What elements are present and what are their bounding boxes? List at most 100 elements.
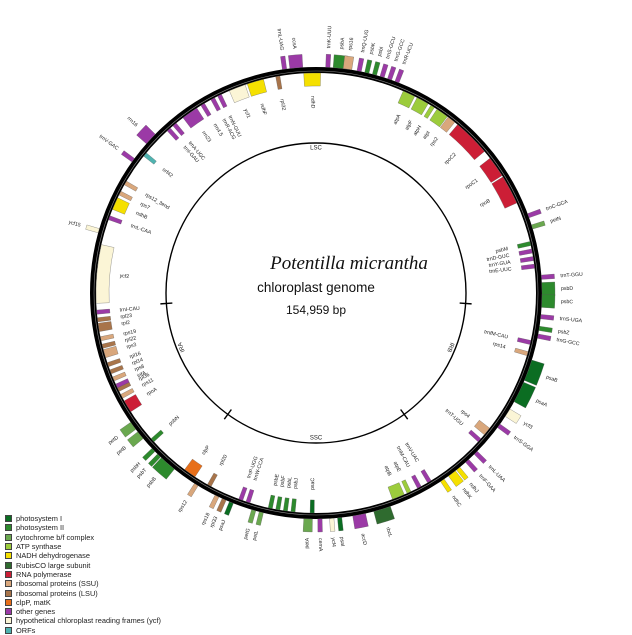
gene-label: rps11	[141, 377, 155, 388]
gene-block-orf42	[143, 152, 157, 165]
gene-label: rpl32	[278, 99, 286, 112]
gene-label: psbC	[561, 299, 574, 305]
gene-block-rps8	[112, 371, 127, 382]
gene-block-psaA	[513, 382, 536, 409]
gene-block-rpl20	[207, 472, 218, 487]
legend-label: ORFs	[16, 625, 36, 635]
gene-block-petB	[127, 431, 144, 448]
gene-label: ndhB	[135, 211, 149, 222]
gene-label: petD	[107, 435, 120, 446]
gene-block-psbE	[268, 494, 276, 509]
gene-label: psaB	[545, 374, 559, 384]
legend-swatch	[5, 608, 12, 616]
gene-label: rps2	[429, 136, 440, 148]
genome-ring	[90, 67, 542, 519]
gene-block-trnL-UAA	[474, 451, 487, 464]
gene-label: psaA	[535, 398, 549, 409]
region-boundary	[400, 409, 409, 420]
gene-label: petA	[304, 537, 310, 548]
gene-label: ycf15	[68, 220, 82, 229]
legend-swatch	[5, 617, 12, 625]
gene-label: ndhC	[450, 495, 462, 509]
gene-block-trnL-CAA	[108, 215, 123, 225]
gene-label: rpl33	[209, 516, 219, 529]
gene-block-trnW-CCA	[245, 489, 255, 504]
genome-title: Potentilla micrantha chloroplast genome …	[257, 253, 428, 317]
gene-block-atpF	[410, 97, 429, 116]
gene-label: ycf3	[522, 421, 533, 431]
legend-item: photosystem II	[5, 523, 161, 532]
gene-block-trnV-UAC	[420, 469, 432, 483]
gene-block-atpA	[397, 90, 415, 109]
gene-block-ycf1	[229, 84, 250, 103]
gene-block-psaC	[309, 499, 315, 514]
gene-label: rpl2	[121, 320, 131, 327]
gene-label: psbM	[495, 246, 509, 255]
gene-block-trnR-ACG	[210, 97, 221, 112]
gene-label: psaJ	[218, 519, 228, 532]
gene-label: petN	[550, 216, 562, 225]
gene-block-psbT	[148, 453, 161, 467]
legend-swatch	[5, 626, 12, 634]
region-boundary	[223, 409, 232, 420]
gene-label: atpF	[404, 119, 414, 131]
gene-block-rps2	[440, 116, 455, 133]
gene-label: petG	[243, 528, 252, 540]
gene-label: psbZ	[557, 329, 569, 337]
gene-block-rps12_3end	[124, 180, 138, 192]
gene-label: petL	[252, 530, 260, 541]
gene-label: rrn23	[200, 130, 212, 143]
gene-label: rpoB	[479, 198, 492, 209]
legend-swatch	[5, 580, 12, 588]
gene-block-ccsA	[288, 54, 303, 69]
gene-block-trnV-GAC	[121, 150, 135, 163]
gene-block-psbI	[372, 61, 381, 76]
inner-ring	[165, 142, 467, 444]
gene-label: rps19	[123, 329, 137, 338]
legend-item: NADH dehydrogenase	[5, 551, 161, 560]
legend-item: hypothetical chloroplast reading frames …	[5, 616, 161, 625]
legend-label: clpP, matK	[16, 597, 51, 607]
region-label-ssc: SSC	[310, 436, 323, 442]
gene-block-trnT-UGU	[468, 429, 482, 442]
legend-swatch	[5, 515, 12, 523]
gene-block-rps3	[103, 346, 119, 358]
legend-label: photosystem II	[16, 523, 65, 533]
gene-block-petG	[247, 509, 256, 524]
gene-block-petL	[255, 511, 264, 526]
gene-label: psbE	[272, 473, 280, 486]
gene-label: rps18	[201, 512, 212, 526]
gene-block-trnE-UUC	[521, 263, 535, 270]
gene-block-petA	[302, 518, 313, 533]
gene-block-ndhD	[303, 72, 321, 87]
gene-block-rpoC2	[448, 124, 485, 161]
gene-block-trnM-CAU	[411, 474, 422, 489]
gene-block-rpl14	[109, 365, 124, 375]
gene-label: trnG-GCC	[556, 337, 580, 347]
gene-block-trnD-GUC	[518, 248, 533, 256]
gene-block-psbD	[541, 281, 556, 296]
gene-block-psaI	[337, 517, 344, 532]
gene-label: trnV-GAC	[98, 134, 120, 152]
gene-label: psbL	[286, 476, 294, 488]
gene-block-ndhJ	[456, 467, 469, 481]
gene-block-psaB	[524, 359, 545, 386]
gene-label: trnT-GGU	[560, 272, 583, 280]
gene-block-rps4	[474, 419, 490, 435]
gene-block-infA	[115, 378, 130, 389]
gene-block-rps7	[118, 191, 133, 202]
genome-subtitle: chloroplast genome	[257, 280, 375, 295]
gene-label: atpI	[422, 130, 432, 141]
gene-label: petB	[116, 445, 128, 457]
legend-item: ORFs	[5, 626, 161, 635]
gene-block-rpoB	[491, 176, 517, 209]
region-label-lsc: LSC	[310, 146, 322, 152]
gene-block-rps14	[514, 347, 529, 356]
gene-block-rpl32	[275, 75, 283, 90]
gene-label: ycf4	[330, 537, 337, 547]
gene-label: trnE-UUC	[489, 266, 512, 275]
gene-block-ndhK	[448, 470, 464, 487]
gene-block-rbcL	[373, 506, 395, 525]
legend-label: RNA polymerase	[16, 569, 72, 579]
